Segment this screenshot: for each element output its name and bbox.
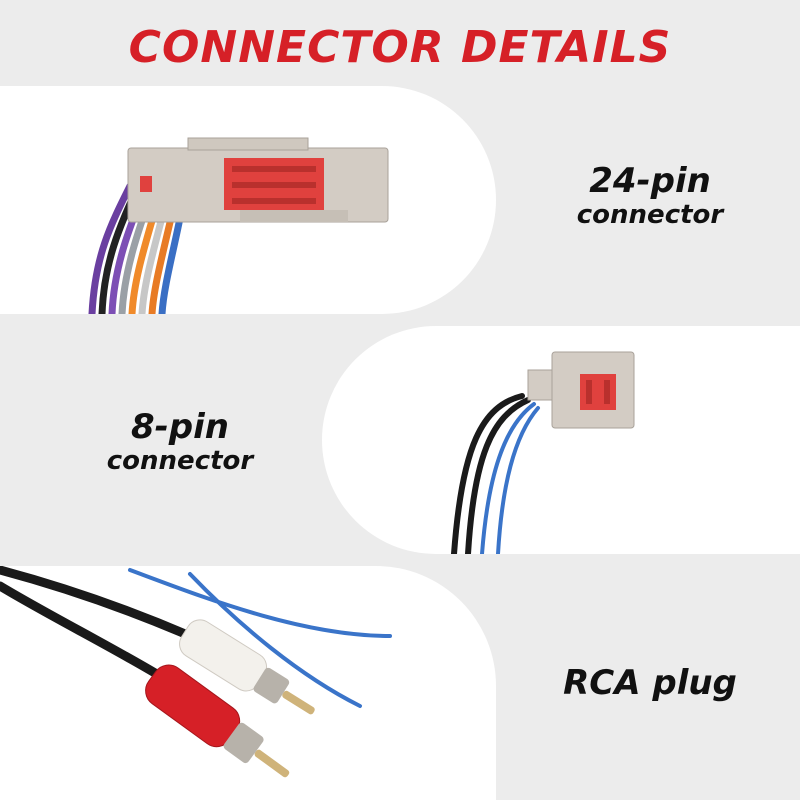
label-rca-plug: RCA plug [520, 664, 780, 702]
rca-plug-illustration [0, 566, 392, 778]
section-rca-plug-image-panel [0, 566, 496, 800]
section-24-pin-image-panel [0, 86, 496, 314]
label-24-pin-line2: connector [576, 200, 724, 230]
label-8-pin-line1: 8-pin [131, 407, 229, 447]
24-pin-connector-illustration [88, 137, 389, 314]
8-pin-connector-illustration [451, 351, 635, 554]
label-24-pin-connector: 24-pin connector [520, 162, 780, 230]
label-rca-plug-line1: RCA plug [563, 663, 737, 703]
label-24-pin-line1: 24-pin [589, 161, 711, 201]
label-8-pin-line2: connector [106, 446, 254, 476]
page-title: CONNECTOR DETAILS [128, 22, 672, 73]
section-8-pin-image-panel [322, 326, 800, 554]
label-8-pin-connector: 8-pin connector [70, 408, 290, 476]
